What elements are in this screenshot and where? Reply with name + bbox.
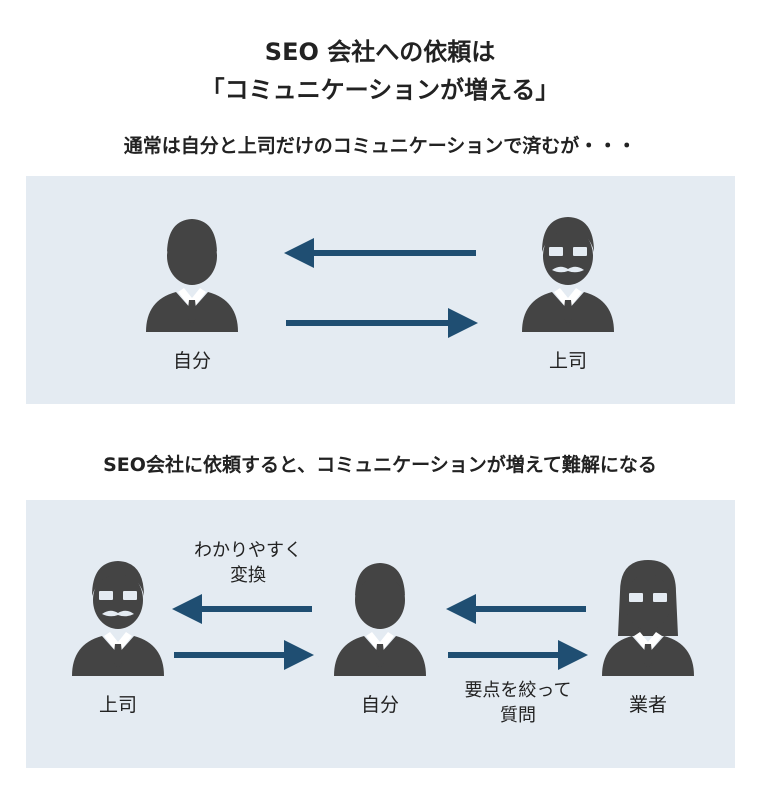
- arrow-right-icon: [448, 640, 588, 670]
- left-note-line2: 変換: [230, 565, 266, 586]
- self-person-icon: [146, 219, 238, 332]
- section1-self-label: 自分: [172, 350, 211, 372]
- right-arrow-note: 要点を絞って 質問: [438, 678, 598, 728]
- right-note-line1: 要点を絞って: [464, 680, 572, 701]
- section1-panel: 自分 上司: [26, 176, 735, 404]
- right-note-line2: 質問: [500, 705, 536, 726]
- section2-panel: 上司 自分 業者 わかりやすく 変換: [26, 500, 735, 768]
- arrow-left-icon: [446, 594, 586, 624]
- arrow-left-icon: [284, 238, 476, 268]
- section1-heading: 通常は自分と上司だけのコミュニケーションで済むが・・・: [123, 135, 637, 157]
- section1-boss-label: 上司: [548, 350, 587, 372]
- arrow-left-icon: [172, 594, 312, 624]
- section2-self-label: 自分: [360, 694, 399, 716]
- self-person-icon: [334, 563, 426, 676]
- vendor-person-icon: [602, 560, 694, 676]
- boss-person-icon: [72, 561, 164, 676]
- section2-vendor-label: 業者: [628, 694, 667, 716]
- left-arrow-note: わかりやすく 変換: [168, 538, 328, 588]
- section2-heading: SEO会社に依頼すると、コミュニケーションが増えて難解になる: [103, 454, 657, 476]
- boss-person-icon: [522, 217, 614, 332]
- diagram-title-line2: 「コミュニケーションが増える」: [200, 76, 560, 104]
- arrow-right-icon: [286, 308, 478, 338]
- arrow-right-icon: [174, 640, 314, 670]
- section2-boss-label: 上司: [98, 694, 137, 716]
- diagram-title-line1: SEO 会社への依頼は: [264, 38, 496, 66]
- left-note-line1: わかりやすく: [194, 540, 302, 561]
